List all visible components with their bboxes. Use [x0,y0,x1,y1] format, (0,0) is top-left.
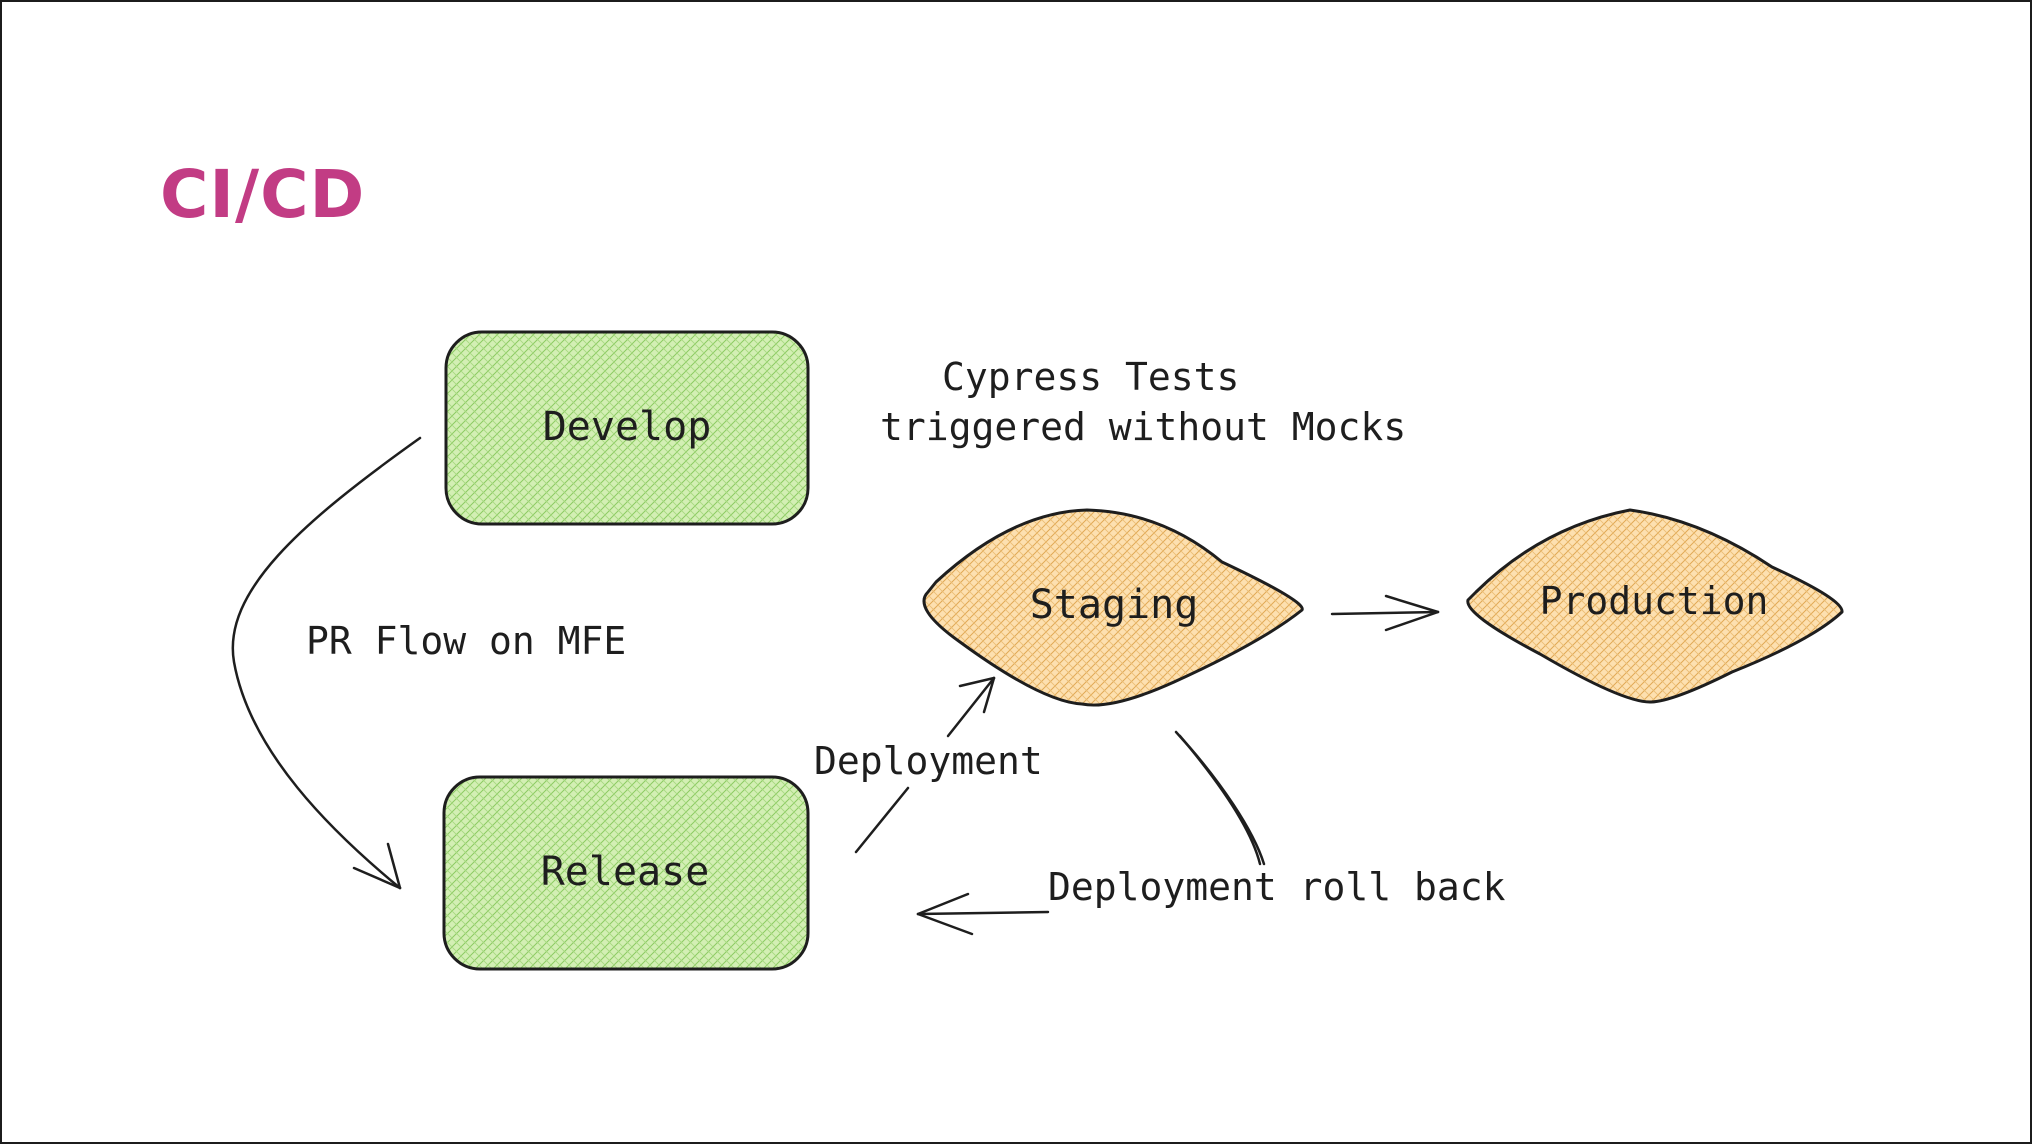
develop-label: Develop [543,404,712,450]
staging-node[interactable]: Staging [922,508,1304,707]
release-node[interactable]: Release [442,775,810,971]
develop-node[interactable]: Develop [444,330,810,526]
rollback-label: Deployment roll back [1048,865,1506,909]
staging-to-production-arrow [1330,594,1440,632]
release-label: Release [541,849,710,895]
production-label: Production [1540,579,1769,623]
pr-flow-label: PR Flow on MFE [306,619,626,663]
pr-flow-arrow [231,436,422,890]
cypress-trigger-label: triggered without Mocks [880,405,1406,449]
cypress-tests-label: Cypress Tests [942,355,1239,399]
production-node[interactable]: Production [1466,508,1844,704]
staging-label: Staging [1030,582,1199,628]
deployment-arrow [854,676,996,854]
rollback-arrow [916,730,1266,936]
slide-title: CI/CD [160,156,366,233]
deployment-label: Deployment [814,739,1043,783]
